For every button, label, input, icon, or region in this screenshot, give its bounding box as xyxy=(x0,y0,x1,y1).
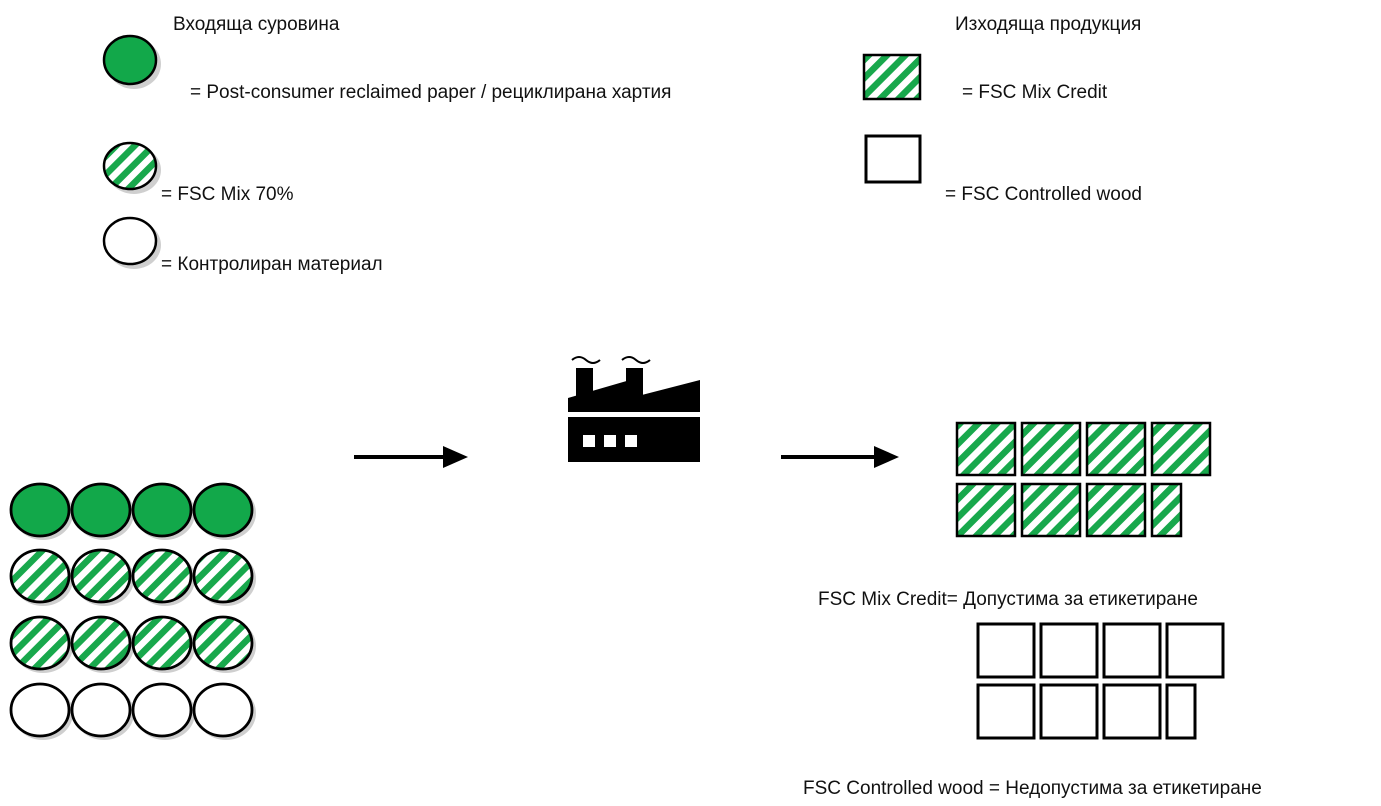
output-controlled-grid xyxy=(976,622,1225,740)
solid-circle xyxy=(9,482,73,540)
credit-unit-partial xyxy=(1150,482,1183,538)
solid-circle xyxy=(131,482,195,540)
striped-circle xyxy=(192,548,256,606)
controlled-unit xyxy=(976,622,1036,679)
controlled-unit xyxy=(1039,622,1099,679)
controlled-unit xyxy=(1102,683,1162,740)
credit-unit xyxy=(1020,421,1082,477)
striped-circle xyxy=(9,615,73,673)
credit-unit xyxy=(1085,482,1147,538)
striped-circle xyxy=(131,548,195,606)
arrow-right-icon xyxy=(781,446,899,468)
credit-unit xyxy=(955,482,1017,538)
white-circle xyxy=(70,682,134,740)
output-credit-grid xyxy=(955,421,1212,538)
legend-fsc-mix-credit-label: = FSC Mix Credit xyxy=(962,82,1108,103)
striped-circle xyxy=(70,548,134,606)
output-legend-title: Изходяща продукция xyxy=(955,14,1142,35)
legend-recycled-label: = Post-consumer reclaimed paper / рецикл… xyxy=(190,82,672,103)
credit-caption: FSC Mix Credit= Допустима за етикетиране xyxy=(818,589,1198,610)
striped-circle xyxy=(192,615,256,673)
arrow-right-icon xyxy=(354,446,468,468)
legend-controlled-material-label: = Контролиран материал xyxy=(161,254,383,275)
white-circle xyxy=(192,682,256,740)
striped-circle xyxy=(131,615,195,673)
input-material-grid xyxy=(9,482,256,740)
legend-striped-green-square-icon xyxy=(862,53,922,101)
factory-icon xyxy=(568,356,700,462)
controlled-unit xyxy=(1102,622,1162,679)
credit-unit xyxy=(1150,421,1212,477)
legend-solid-green-circle-icon xyxy=(102,34,161,89)
controlled-unit xyxy=(1039,683,1099,740)
legend-striped-green-circle-icon xyxy=(102,141,161,194)
credit-unit xyxy=(955,421,1017,477)
controlled-caption: FSC Controlled wood = Недопустима за ети… xyxy=(803,778,1262,799)
striped-circle xyxy=(70,615,134,673)
striped-circle xyxy=(9,548,73,606)
white-circle xyxy=(131,682,195,740)
credit-unit xyxy=(1085,421,1147,477)
controlled-unit xyxy=(1165,622,1225,679)
controlled-unit xyxy=(976,683,1036,740)
legend-white-circle-icon xyxy=(102,216,161,269)
solid-circle xyxy=(70,482,134,540)
legend-fsc-mix-70-label: = FSC Mix 70% xyxy=(161,184,294,205)
input-legend-title: Входяща суровина xyxy=(173,14,340,35)
controlled-unit-partial xyxy=(1165,683,1197,740)
white-circle xyxy=(9,682,73,740)
legend-white-square-icon xyxy=(864,134,922,184)
credit-unit xyxy=(1020,482,1082,538)
legend-fsc-controlled-wood-label: = FSC Controlled wood xyxy=(945,184,1142,205)
solid-circle xyxy=(192,482,256,540)
